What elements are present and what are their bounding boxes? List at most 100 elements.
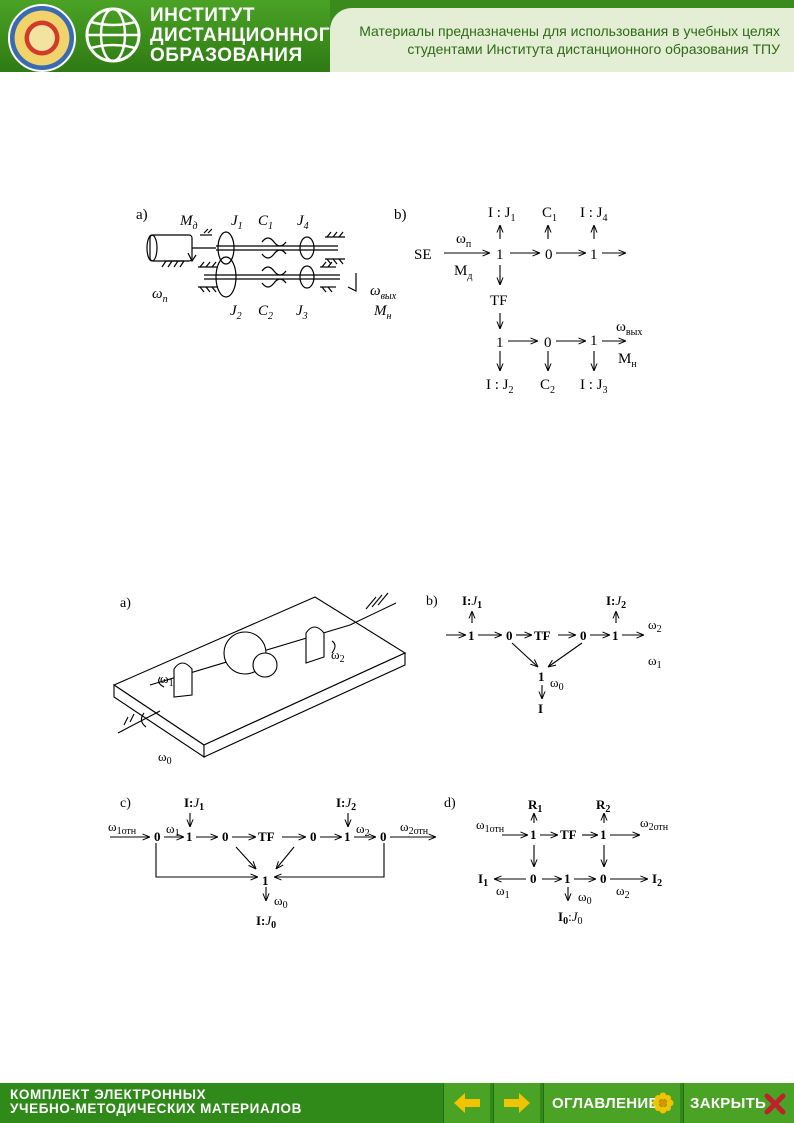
- svg-text:ω0: ω0: [158, 749, 172, 767]
- institute-title-line: ДИСТАНЦИОННОГО: [150, 25, 346, 46]
- label-omega-sub: 2: [657, 624, 662, 635]
- svg-text:C1: C1: [542, 205, 557, 224]
- node-one: 1: [496, 335, 504, 351]
- label-omega-sub: 2: [625, 890, 630, 901]
- svg-text:ω2: ω2: [356, 821, 370, 839]
- institute-title-line: ИНСТИТУТ: [150, 5, 255, 26]
- arrow-right-icon: [504, 1093, 530, 1113]
- label-omega-p: ω: [456, 231, 466, 247]
- svg-text:ωп: ωп: [152, 286, 168, 305]
- node-zero: 0: [222, 829, 229, 844]
- label-omega-out: ω: [616, 319, 626, 335]
- table-of-contents-button[interactable]: ОГЛАВЛЕНИЕ: [543, 1083, 680, 1123]
- label-omega-p-sub: п: [466, 239, 472, 250]
- label-sub: 1: [477, 600, 482, 611]
- close-button[interactable]: ЗАКРЫТЬ: [683, 1083, 794, 1123]
- label-C1-sub: 1: [552, 213, 557, 224]
- node-I: I: [538, 701, 543, 716]
- node-zero: 0: [544, 335, 552, 351]
- label-I: I:: [462, 593, 471, 608]
- label-omega-sub: 0: [283, 900, 288, 911]
- svg-text:Mд: Mд: [454, 263, 472, 282]
- node-one: 1: [530, 827, 537, 842]
- label-C2-sub: 2: [550, 385, 555, 396]
- figure-1-gear-train: a) Mд J1 C1 J4 ωп ωвых Mн J2 C2 J3 b) I …: [136, 205, 642, 396]
- label-C1-sub: 1: [268, 221, 273, 232]
- svg-text:I : J2: I : J2: [486, 377, 514, 396]
- label-omega: ω: [496, 883, 505, 898]
- label-sub: 2: [351, 802, 356, 813]
- node-one: 1: [262, 873, 269, 888]
- label-J: J: [471, 593, 478, 608]
- label-sub: 0: [271, 920, 276, 931]
- node-one: 1: [590, 247, 598, 263]
- label-omega: ω: [331, 647, 340, 662]
- toc-label: ОГЛАВЛЕНИЕ: [552, 1095, 659, 1112]
- svg-text:I:J0: I:J0: [256, 913, 276, 931]
- node-zero: 0: [600, 871, 607, 886]
- label-J1-sub: 1: [238, 221, 243, 232]
- motor-icon: [146, 234, 216, 268]
- svg-text:Mн: Mн: [618, 351, 637, 370]
- label-omega-out-sub: вых: [626, 327, 642, 338]
- label-sub: 1: [537, 804, 542, 815]
- previous-page-button[interactable]: [443, 1083, 490, 1123]
- label-I-J2-sub: 2: [509, 385, 514, 396]
- svg-text:ω2: ω2: [331, 647, 345, 665]
- label-omega: ω: [274, 893, 283, 908]
- label-Md-sub: д: [193, 221, 198, 232]
- label-omega: ω: [356, 821, 365, 836]
- bond-graph-2b: b) I:J1 I:J2 1 0 TF 0 1 1 I ω2 ω1 ω0: [426, 593, 662, 716]
- label-omega: ω: [648, 617, 657, 632]
- upper-shaft: [200, 228, 345, 265]
- node-one: 1: [344, 829, 351, 844]
- university-seal-icon: [8, 4, 76, 72]
- svg-text:ωп: ωп: [456, 231, 472, 250]
- globe-logo-icon: [85, 7, 141, 63]
- label-omega: ω: [400, 819, 409, 834]
- flower-icon: [652, 1092, 674, 1114]
- close-label: ЗАКРЫТЬ: [690, 1095, 767, 1112]
- next-page-button[interactable]: [493, 1083, 540, 1123]
- label-sub: 0: [563, 916, 568, 927]
- svg-text:ω0: ω0: [578, 889, 592, 907]
- svg-text:ω2: ω2: [648, 617, 662, 635]
- label-omega: ω: [550, 675, 559, 690]
- label-omega-sub: 1отн: [117, 826, 137, 837]
- svg-text:Mд: Mд: [179, 213, 198, 232]
- label-omega: ω: [578, 889, 587, 904]
- node-one: 1: [186, 829, 193, 844]
- svg-text:ω0: ω0: [274, 893, 288, 911]
- label-omega-sub: 2отн: [649, 822, 669, 833]
- label-omega-sub: 1: [657, 660, 662, 671]
- panel-label: d): [444, 796, 456, 811]
- label-omega: ω: [640, 815, 649, 830]
- svg-text:C1: C1: [258, 213, 273, 232]
- label-omega-p-sub: п: [163, 294, 168, 305]
- label-omega-sub: 2: [365, 828, 370, 839]
- svg-text:ω1отн: ω1отн: [108, 819, 137, 837]
- label-I: I:: [256, 913, 265, 928]
- label-omega-sub: 1: [505, 890, 510, 901]
- svg-text:ω1: ω1: [166, 821, 180, 839]
- label-Md: M: [454, 263, 467, 279]
- label-I: I: [558, 909, 563, 924]
- label-sub: 1: [199, 802, 204, 813]
- svg-text:I2: I2: [652, 871, 662, 889]
- panel-label: c): [120, 796, 131, 811]
- node-zero: 0: [580, 628, 587, 643]
- panel-label: b): [394, 207, 407, 223]
- usage-note: Материалы предназначены для использовани…: [340, 22, 780, 58]
- label-J4: J: [297, 213, 305, 229]
- svg-text:I:J2: I:J2: [336, 795, 356, 813]
- label-omega-p: ω: [152, 286, 163, 302]
- label-omega-sub: 1отн: [485, 824, 505, 835]
- svg-text:Mн: Mн: [373, 303, 392, 322]
- institute-title: ИНСТИТУТ ДИСТАНЦИОННОГО ОБРАЗОВАНИЯ: [150, 6, 345, 66]
- svg-text:I1: I1: [478, 871, 488, 889]
- svg-text:J2: J2: [230, 303, 242, 322]
- label-sub: 0: [577, 916, 582, 927]
- svg-text:ω0: ω0: [550, 675, 564, 693]
- site-header: ИНСТИТУТ ДИСТАНЦИОННОГО ОБРАЗОВАНИЯ Мате…: [0, 0, 794, 72]
- label-omega-out-sub: вых: [381, 291, 397, 302]
